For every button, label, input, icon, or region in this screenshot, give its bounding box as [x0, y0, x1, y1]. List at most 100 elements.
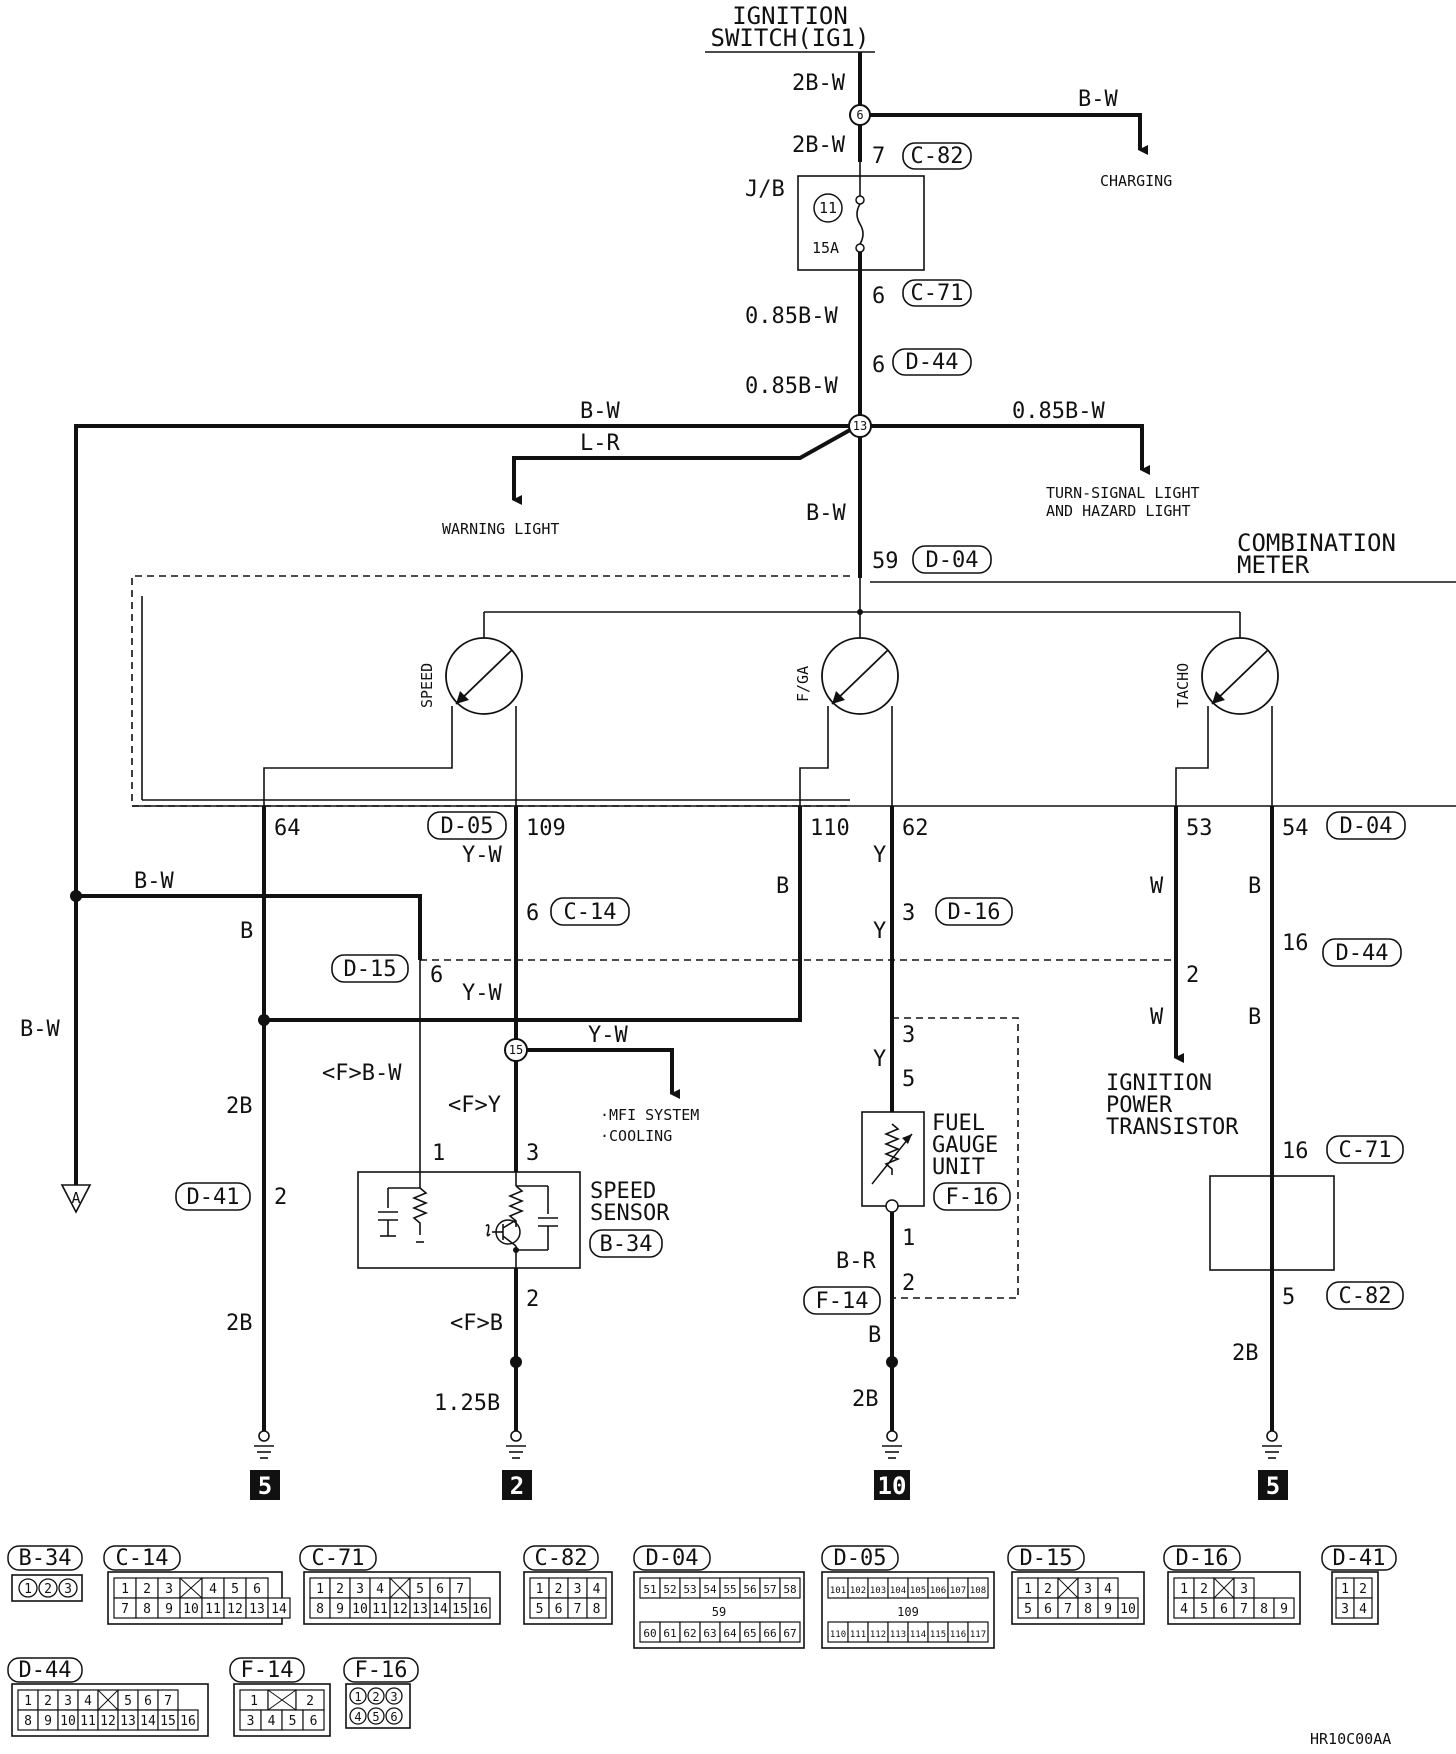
connector-pin: 14: [432, 1602, 448, 1617]
connector-pin: 13: [249, 1602, 265, 1617]
ground-3-label: 10: [878, 1472, 907, 1500]
connector-pin: 12: [100, 1714, 116, 1729]
connector-pin: 1: [1024, 1582, 1032, 1597]
connector-pin: 1: [121, 1582, 129, 1597]
connector-pin: 67: [783, 1627, 796, 1640]
connector-pin: 10: [1120, 1602, 1136, 1617]
pin-5-f16: 5: [902, 1067, 915, 1092]
connector-face-label: F-14: [241, 1658, 294, 1683]
warning-light-label: WARNING LIGHT: [442, 520, 559, 538]
connector-pin: 101: [830, 1586, 846, 1596]
wire-w-2: W: [1150, 1005, 1164, 1030]
pin-7: 7: [872, 144, 885, 169]
connector-pin: 7: [456, 1582, 464, 1597]
connector-pin: 1: [536, 1582, 544, 1597]
connector-pin: 9: [1104, 1602, 1112, 1617]
connector-pin: 5: [536, 1602, 544, 1617]
fuel-gauge: F/GA: [794, 637, 899, 715]
connector-face-label: D-41: [1333, 1546, 1386, 1571]
connector-pin: 5: [1024, 1602, 1032, 1617]
connector-pin: 3: [1240, 1582, 1248, 1597]
wire-b-110: B: [776, 874, 789, 899]
connector-pin: 7: [121, 1602, 129, 1617]
connector-pin: 104: [890, 1586, 906, 1596]
ground-4: 5: [1258, 1430, 1288, 1500]
connector-pin: 3: [247, 1714, 255, 1729]
connector-pin: 3: [64, 1694, 72, 1709]
connector-pin: 64: [723, 1627, 737, 1640]
connector-face-label: D-16: [1176, 1546, 1229, 1571]
connector-pin: 2: [336, 1582, 344, 1597]
connector-pin: 3: [1084, 1582, 1092, 1597]
joint-box: [1209, 1175, 1335, 1271]
ignition-transistor-label-2: POWER: [1106, 1093, 1173, 1118]
connector-pin: 113: [890, 1630, 906, 1640]
connector-pin: 112: [870, 1630, 886, 1640]
wire-2b-tacho: 2B: [1232, 1341, 1259, 1366]
connector-pin: 4: [354, 1710, 361, 1724]
connector-pin: 2: [44, 1582, 52, 1597]
connector-pin: 4: [376, 1582, 384, 1597]
jb-label: J/B: [745, 177, 785, 202]
connector-pin: 10: [352, 1602, 368, 1617]
connector-pin: 116: [950, 1630, 966, 1640]
wire-yw-2: Y-W: [462, 981, 502, 1006]
connector-d05-tag: D-05: [441, 814, 494, 839]
combination-meter: [131, 575, 1456, 807]
wire-b-tacho-2: B: [1248, 1005, 1261, 1030]
connector-pin: 5: [231, 1582, 239, 1597]
ground-3: 10: [874, 1430, 910, 1500]
connector-pin: 16: [472, 1602, 488, 1617]
connector-pin: 62: [683, 1627, 696, 1640]
connector-pin: 3: [390, 1690, 397, 1704]
connector-pin: 6: [390, 1710, 397, 1724]
connector-pin: 12: [227, 1602, 243, 1617]
connector-pin: 6: [555, 1602, 563, 1617]
wire-2b-fuel: 2B: [852, 1387, 879, 1412]
connector-pin: 10: [60, 1714, 76, 1729]
connector-pin: 1: [316, 1582, 324, 1597]
connector-pin: 3: [356, 1582, 364, 1597]
wire-fy: <F>Y: [448, 1093, 501, 1118]
connector-pin: 9: [44, 1714, 52, 1729]
connector-pin: 3: [165, 1582, 173, 1597]
pin-59: 59: [872, 549, 899, 574]
connector-pin: 13: [120, 1714, 136, 1729]
connector-pin: 8: [24, 1714, 32, 1729]
connector-pin: 8: [593, 1602, 601, 1617]
connector-pin: 1: [1180, 1582, 1188, 1597]
pin-6-c14: 6: [526, 901, 539, 926]
connector-face-label: C-82: [535, 1546, 588, 1571]
connector-d44-tag: D-44: [906, 350, 959, 375]
connector-pin: 14: [271, 1602, 287, 1617]
connector-pin: 57: [763, 1583, 776, 1596]
connector-a-marker: [60, 1184, 92, 1214]
connector-pin: 114: [910, 1630, 926, 1640]
connector-pin: 1: [1341, 1582, 1349, 1597]
connector-pin: 108: [970, 1586, 986, 1596]
pin-6-d15: 6: [430, 963, 443, 988]
connector-pin: 107: [950, 1586, 966, 1596]
wire-bw-horizontal: B-W: [134, 869, 174, 894]
pin-2-f14: 2: [902, 1271, 915, 1296]
connector-f16-tag: F-16: [946, 1185, 999, 1210]
ignition-transistor-label-3: TRANSISTOR: [1106, 1115, 1239, 1140]
wire-y-2: Y: [873, 919, 886, 944]
connector-pin: 53: [683, 1583, 696, 1596]
speed-sensor: [357, 1171, 581, 1269]
fuel-gauge-unit: [861, 1111, 925, 1213]
connector-face-label: F-16: [355, 1658, 408, 1683]
connector-pin: 2: [555, 1582, 563, 1597]
fuse-number: 11: [819, 199, 837, 217]
wire-125b: 1.25B: [434, 1391, 500, 1416]
connector-pin: 65: [743, 1627, 756, 1640]
connector-pin: 1: [250, 1694, 258, 1709]
wire-bw-down: B-W: [806, 501, 846, 526]
connector-pin: 115: [930, 1630, 946, 1640]
connector-pin: 13: [412, 1602, 428, 1617]
connector-pin: 111: [850, 1630, 866, 1640]
pin-64: 64: [274, 816, 301, 841]
connector-c82b-tag: C-82: [1339, 1284, 1392, 1309]
